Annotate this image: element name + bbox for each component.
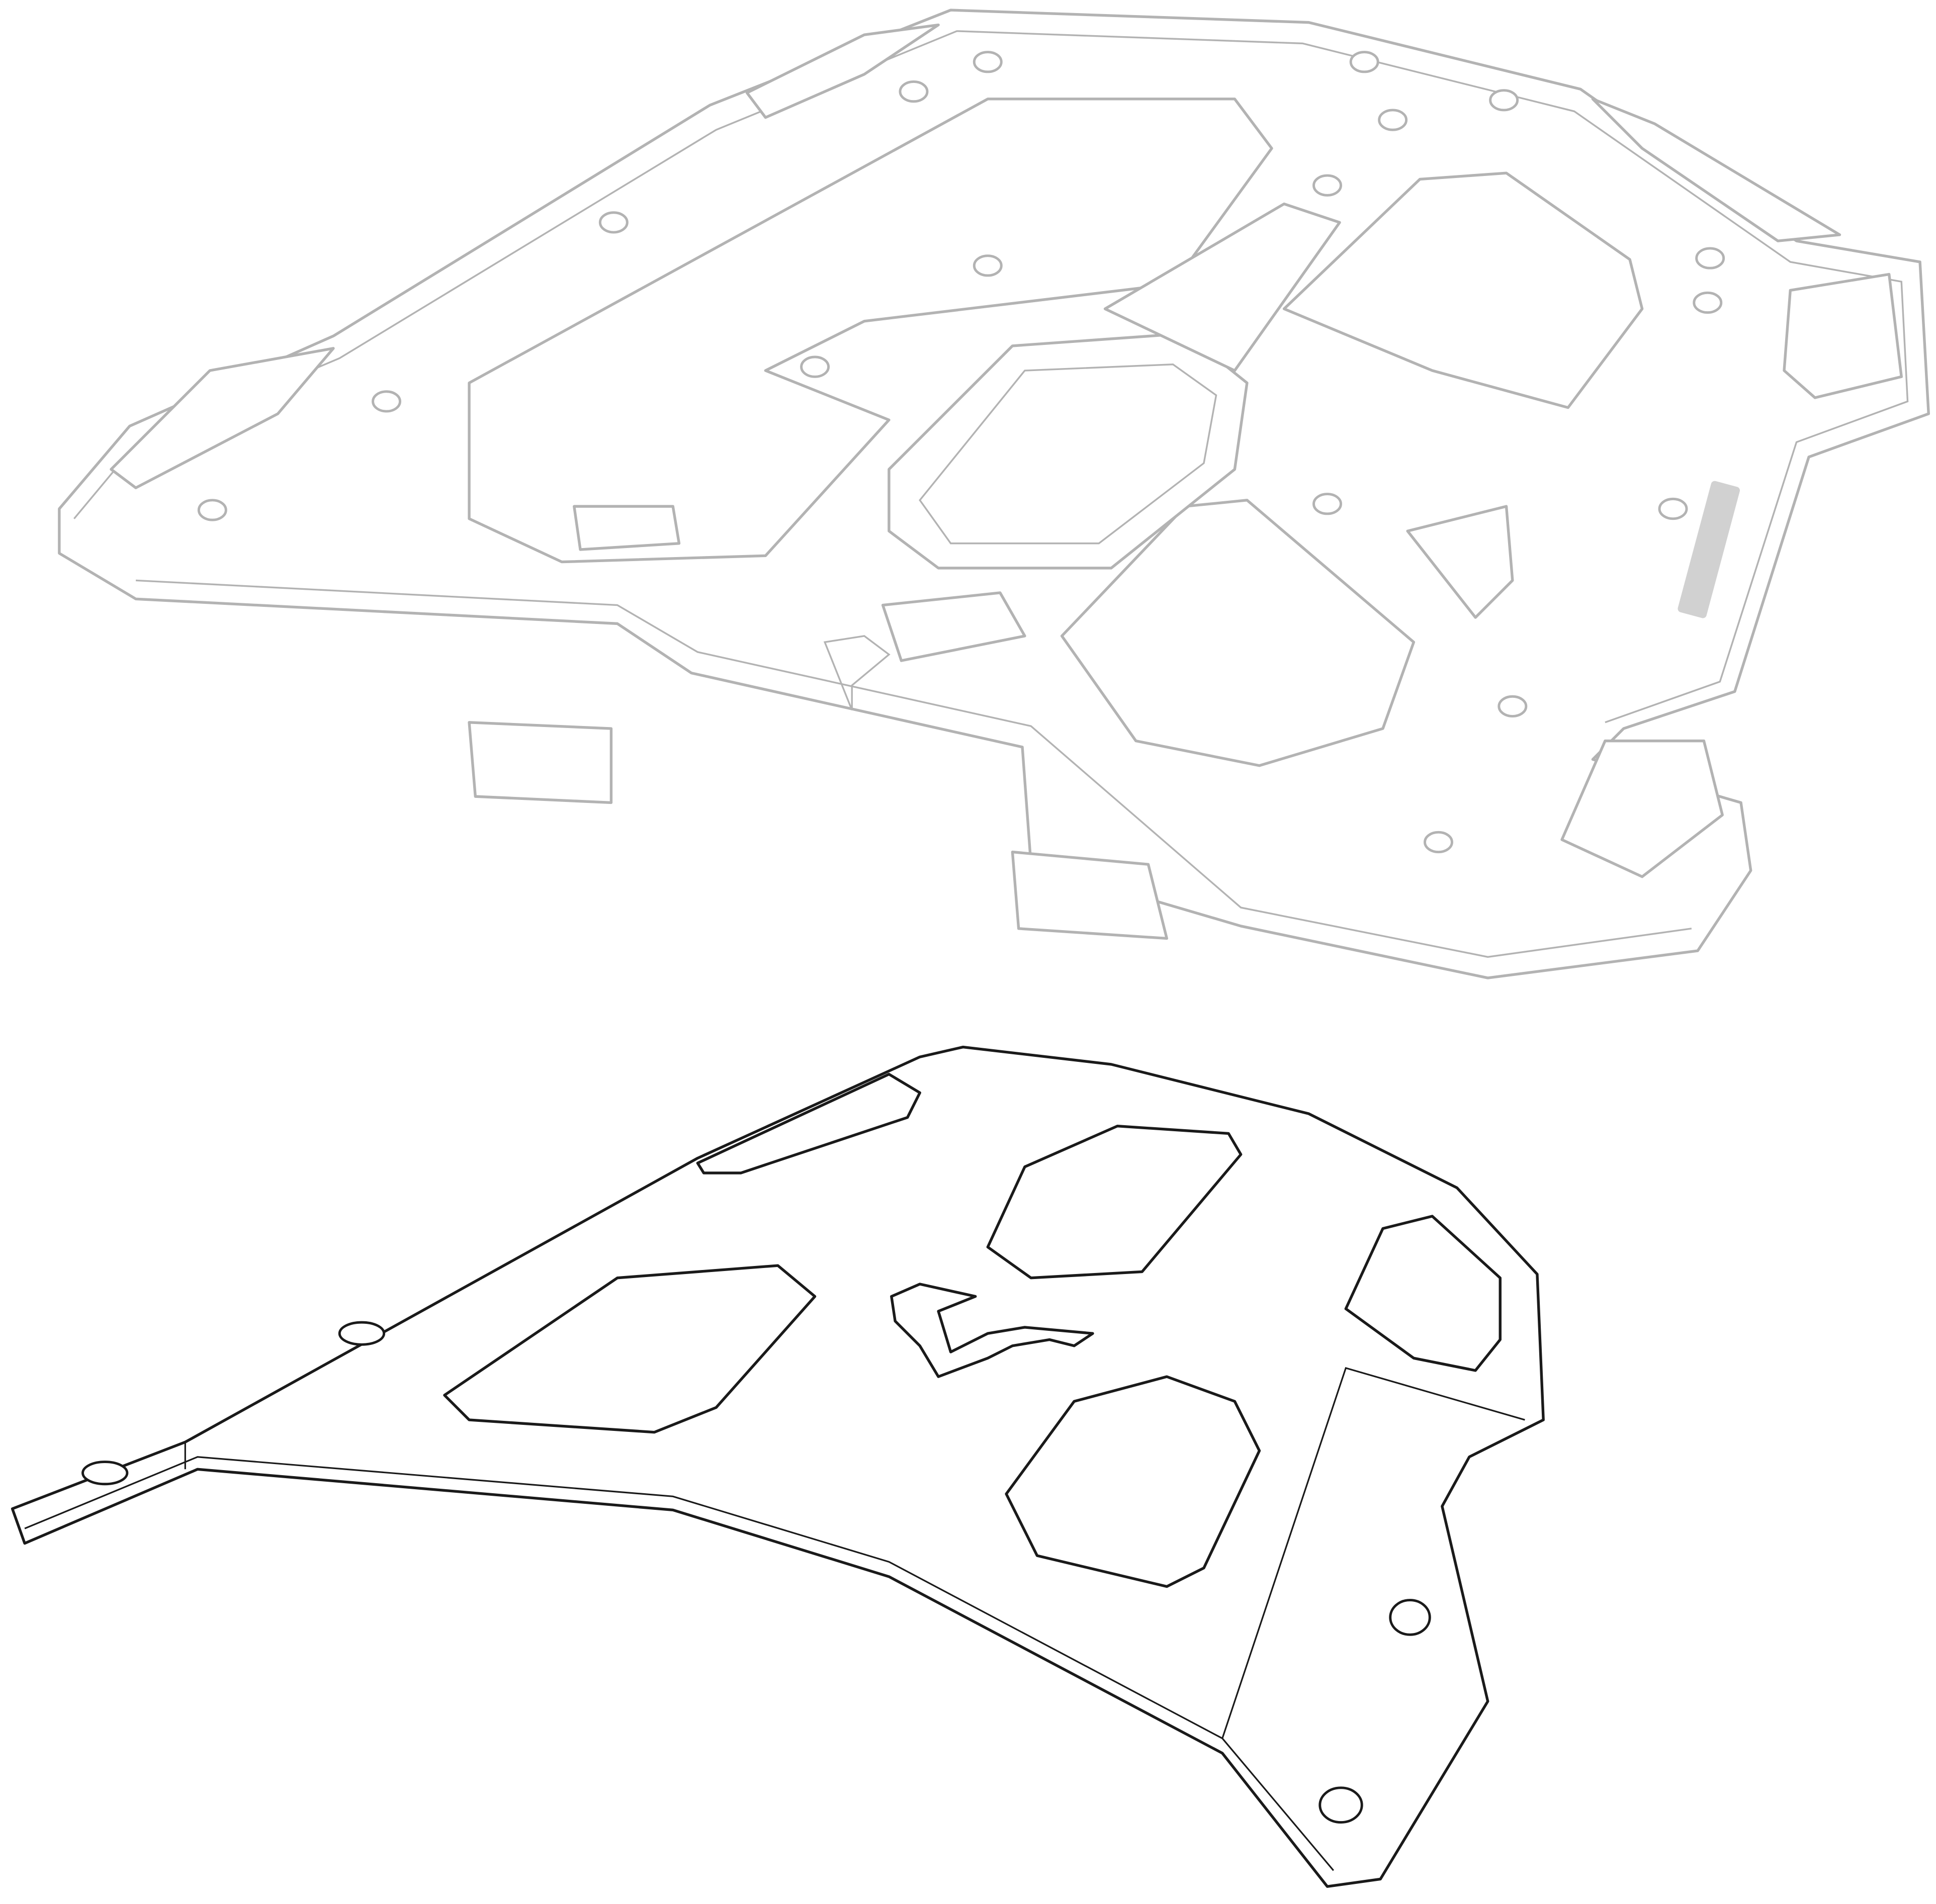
recess-right-lower: [1060, 499, 1416, 767]
mount-foot-left: [468, 721, 613, 804]
cutout-lower-middle: [1005, 1375, 1261, 1588]
bracket-edge: [24, 1367, 1525, 1871]
bracket-outline: [11, 1045, 1545, 1888]
recess-left: [468, 98, 1273, 564]
mounting-bracket: [11, 1045, 1545, 1888]
brand-logo-emboss: [823, 635, 891, 710]
sw-motech-logo-emboss: [1678, 481, 1740, 618]
cutout-left: [443, 1264, 817, 1434]
mounting-holes-top: [197, 51, 1725, 854]
handle-front-right: [1560, 739, 1724, 878]
center-lock-housing: [888, 332, 1249, 570]
front-slot-center: [881, 591, 1026, 662]
mounting-holes-bracket: [81, 1321, 1431, 1824]
front-slot-left: [573, 505, 681, 551]
recess-right-upper: [1282, 171, 1644, 409]
handle-top-right: [1591, 98, 1841, 242]
right-slot: [1406, 505, 1514, 619]
cutout-right: [1344, 1215, 1502, 1372]
top-plate-edge: [73, 30, 1909, 958]
handle-top: [745, 23, 940, 119]
center-lock-inner: [919, 364, 1217, 545]
sw-motech-logo-cutout: [890, 1283, 1094, 1378]
center-rib: [1103, 202, 1341, 372]
top-adapter-plate: [58, 9, 1930, 979]
cutout-upper-middle: [986, 1125, 1243, 1280]
cutout-top-left: [696, 1072, 921, 1174]
handle-left: [110, 347, 335, 489]
mount-foot-right: [1011, 850, 1169, 940]
handle-right: [1783, 273, 1903, 399]
